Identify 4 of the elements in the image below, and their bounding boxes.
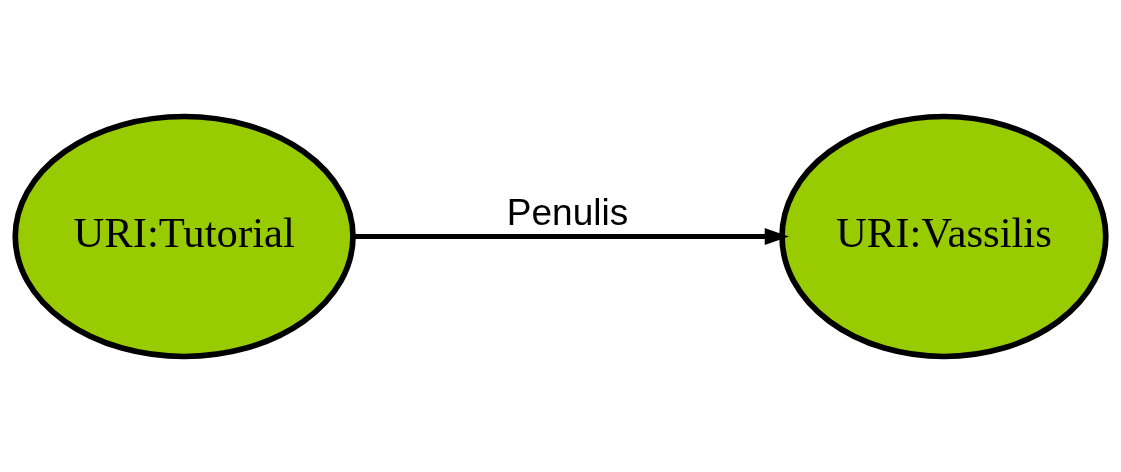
arrow bbox=[353, 227, 789, 245]
node-ellipse: URI:Vassilis bbox=[779, 113, 1109, 359]
node-ellipse: URI:Tutorial bbox=[12, 113, 356, 359]
edge-label: Penulis bbox=[506, 190, 629, 233]
